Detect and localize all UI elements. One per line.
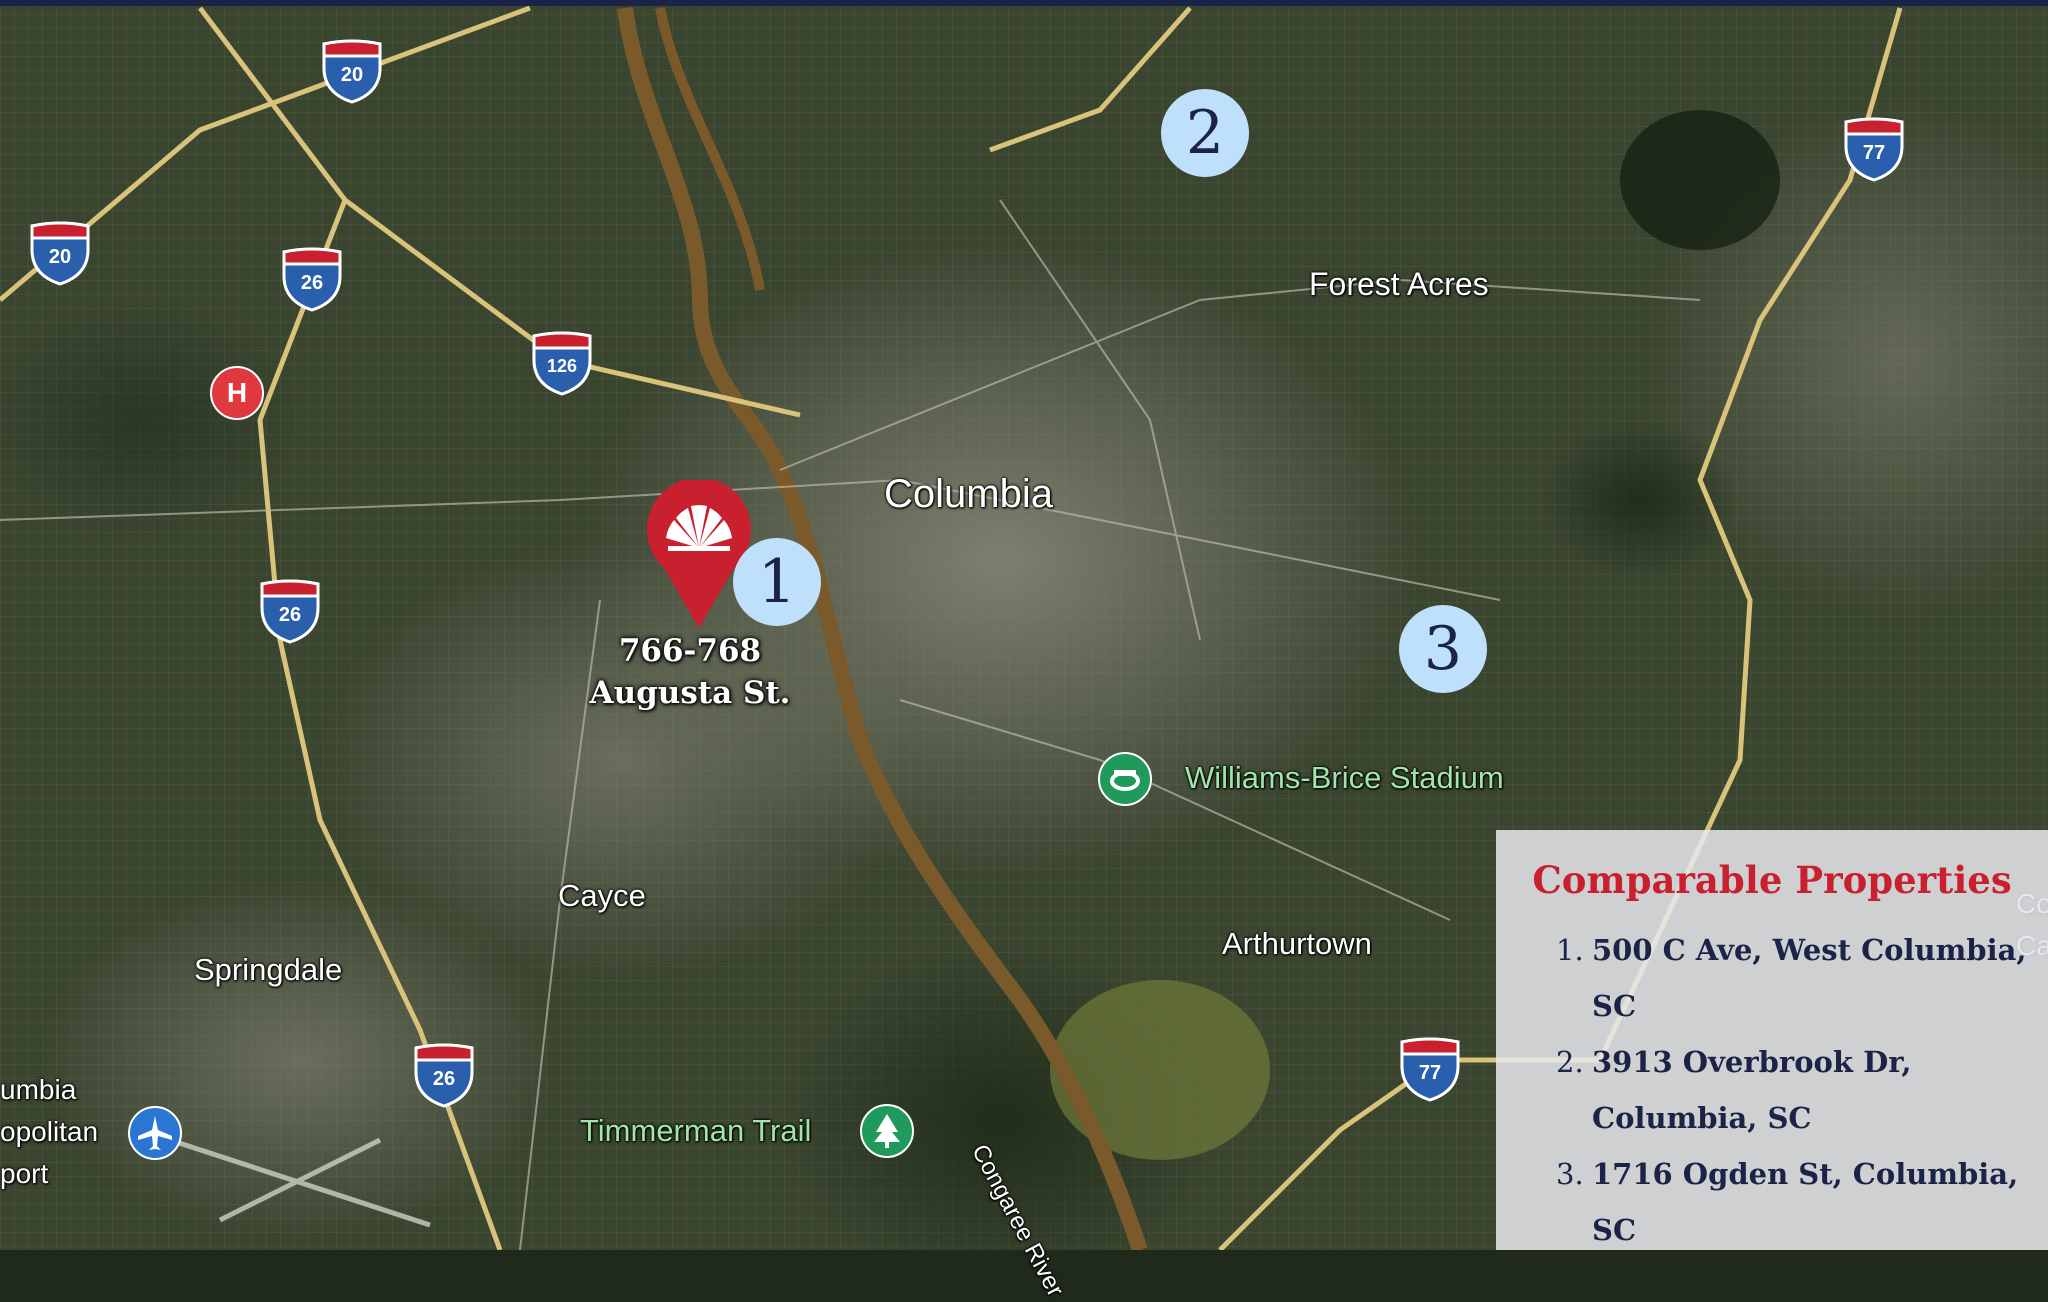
place-label-springdale: Springdale <box>194 952 343 987</box>
shield-number: 26 <box>300 272 324 294</box>
list-item-line1: 3913 Overbrook Dr, <box>1592 1045 1912 1079</box>
comparable-properties-panel: Comparable Properties 1. 500 C Ave, West… <box>1496 830 2048 1250</box>
comparable-marker-1[interactable]: 1 <box>733 538 821 626</box>
subject-property-pin[interactable] <box>646 477 752 630</box>
shield-number: 20 <box>340 64 364 86</box>
interstate-shield-icon <box>1400 1037 1460 1102</box>
place-label-timmerman-trail: Timmerman Trail <box>580 1113 812 1148</box>
hospital-icon[interactable]: H <box>210 366 264 420</box>
place-label-cayce: Cayce <box>558 878 646 913</box>
interstate-shield-i26: 26 <box>412 1042 476 1108</box>
subject-address-line1: 766-768 <box>618 633 762 669</box>
list-item-number: 2. <box>1556 1045 1584 1079</box>
list-item[interactable]: 2. 3913 Overbrook Dr, Columbia, SC <box>1556 1034 2036 1146</box>
airplane-icon[interactable] <box>128 1106 182 1160</box>
interstate-shield-icon <box>414 1043 474 1108</box>
list-item-line1: 500 C Ave, West Columbia, <box>1592 933 2027 967</box>
map-pin-icon <box>647 477 751 628</box>
place-label-columbia: Columbia <box>884 472 1053 516</box>
shield-number: 20 <box>48 246 72 268</box>
list-item-line2: Columbia, SC <box>1592 1101 1812 1135</box>
tree-icon[interactable] <box>860 1104 914 1158</box>
subject-address-line2: Augusta St. <box>589 675 791 711</box>
shield-number: 26 <box>278 604 302 626</box>
interstate-shield-icon <box>260 579 320 644</box>
top-border <box>0 0 2048 6</box>
place-label-arthurtown: Arthurtown <box>1222 926 1372 961</box>
interstate-shield-i77: 77 <box>1842 116 1906 182</box>
place-label-forest-acres: Forest Acres <box>1309 266 1489 302</box>
subject-property-label: 766-768 Augusta St. <box>560 630 820 714</box>
place-label-airport-line3: port <box>0 1158 49 1189</box>
interstate-shield-icon <box>1844 117 1904 182</box>
interstate-shield-icon <box>322 39 382 104</box>
panel-title: Comparable Properties <box>1532 858 2012 902</box>
place-label-williams-brice-stadium: Williams-Brice Stadium <box>1185 760 1504 795</box>
interstate-shield-i20: 20 <box>320 38 384 104</box>
shield-number: 77 <box>1418 1062 1442 1084</box>
list-item[interactable]: 3. 1716 Ogden St, Columbia, SC <box>1556 1146 2036 1258</box>
comparable-marker-2[interactable]: 2 <box>1161 89 1249 177</box>
comparable-marker-3[interactable]: 3 <box>1399 605 1487 693</box>
list-item-number: 3. <box>1556 1157 1584 1191</box>
interstate-shield-i26: 26 <box>258 578 322 644</box>
list-item[interactable]: 1. 500 C Ave, West Columbia, SC <box>1556 922 2036 1034</box>
satellite-map[interactable] <box>0 0 2048 1250</box>
stadium-icon[interactable] <box>1098 752 1152 806</box>
shield-number: 77 <box>1862 142 1886 164</box>
shield-number: 26 <box>432 1068 456 1090</box>
list-item-line1: 1716 Ogden St, Columbia, SC <box>1592 1157 2019 1247</box>
interstate-shield-i20: 20 <box>28 220 92 286</box>
interstate-shield-icon <box>30 221 90 286</box>
place-label-airport-line1: umbia <box>0 1074 77 1105</box>
interstate-shield-icon <box>282 247 342 312</box>
comparable-properties-list: 1. 500 C Ave, West Columbia, SC 2. 3913 … <box>1556 922 2036 1258</box>
place-label-airport-line2: opolitan <box>0 1116 99 1147</box>
interstate-shield-icon <box>532 331 592 396</box>
interstate-shield-i77: 77 <box>1398 1036 1462 1102</box>
list-item-number: 1. <box>1556 933 1584 967</box>
interstate-shield-i126: 126 <box>530 330 594 396</box>
list-item-line2: SC <box>1592 989 1637 1023</box>
shield-number: 126 <box>546 356 578 376</box>
interstate-shield-i26: 26 <box>280 246 344 312</box>
